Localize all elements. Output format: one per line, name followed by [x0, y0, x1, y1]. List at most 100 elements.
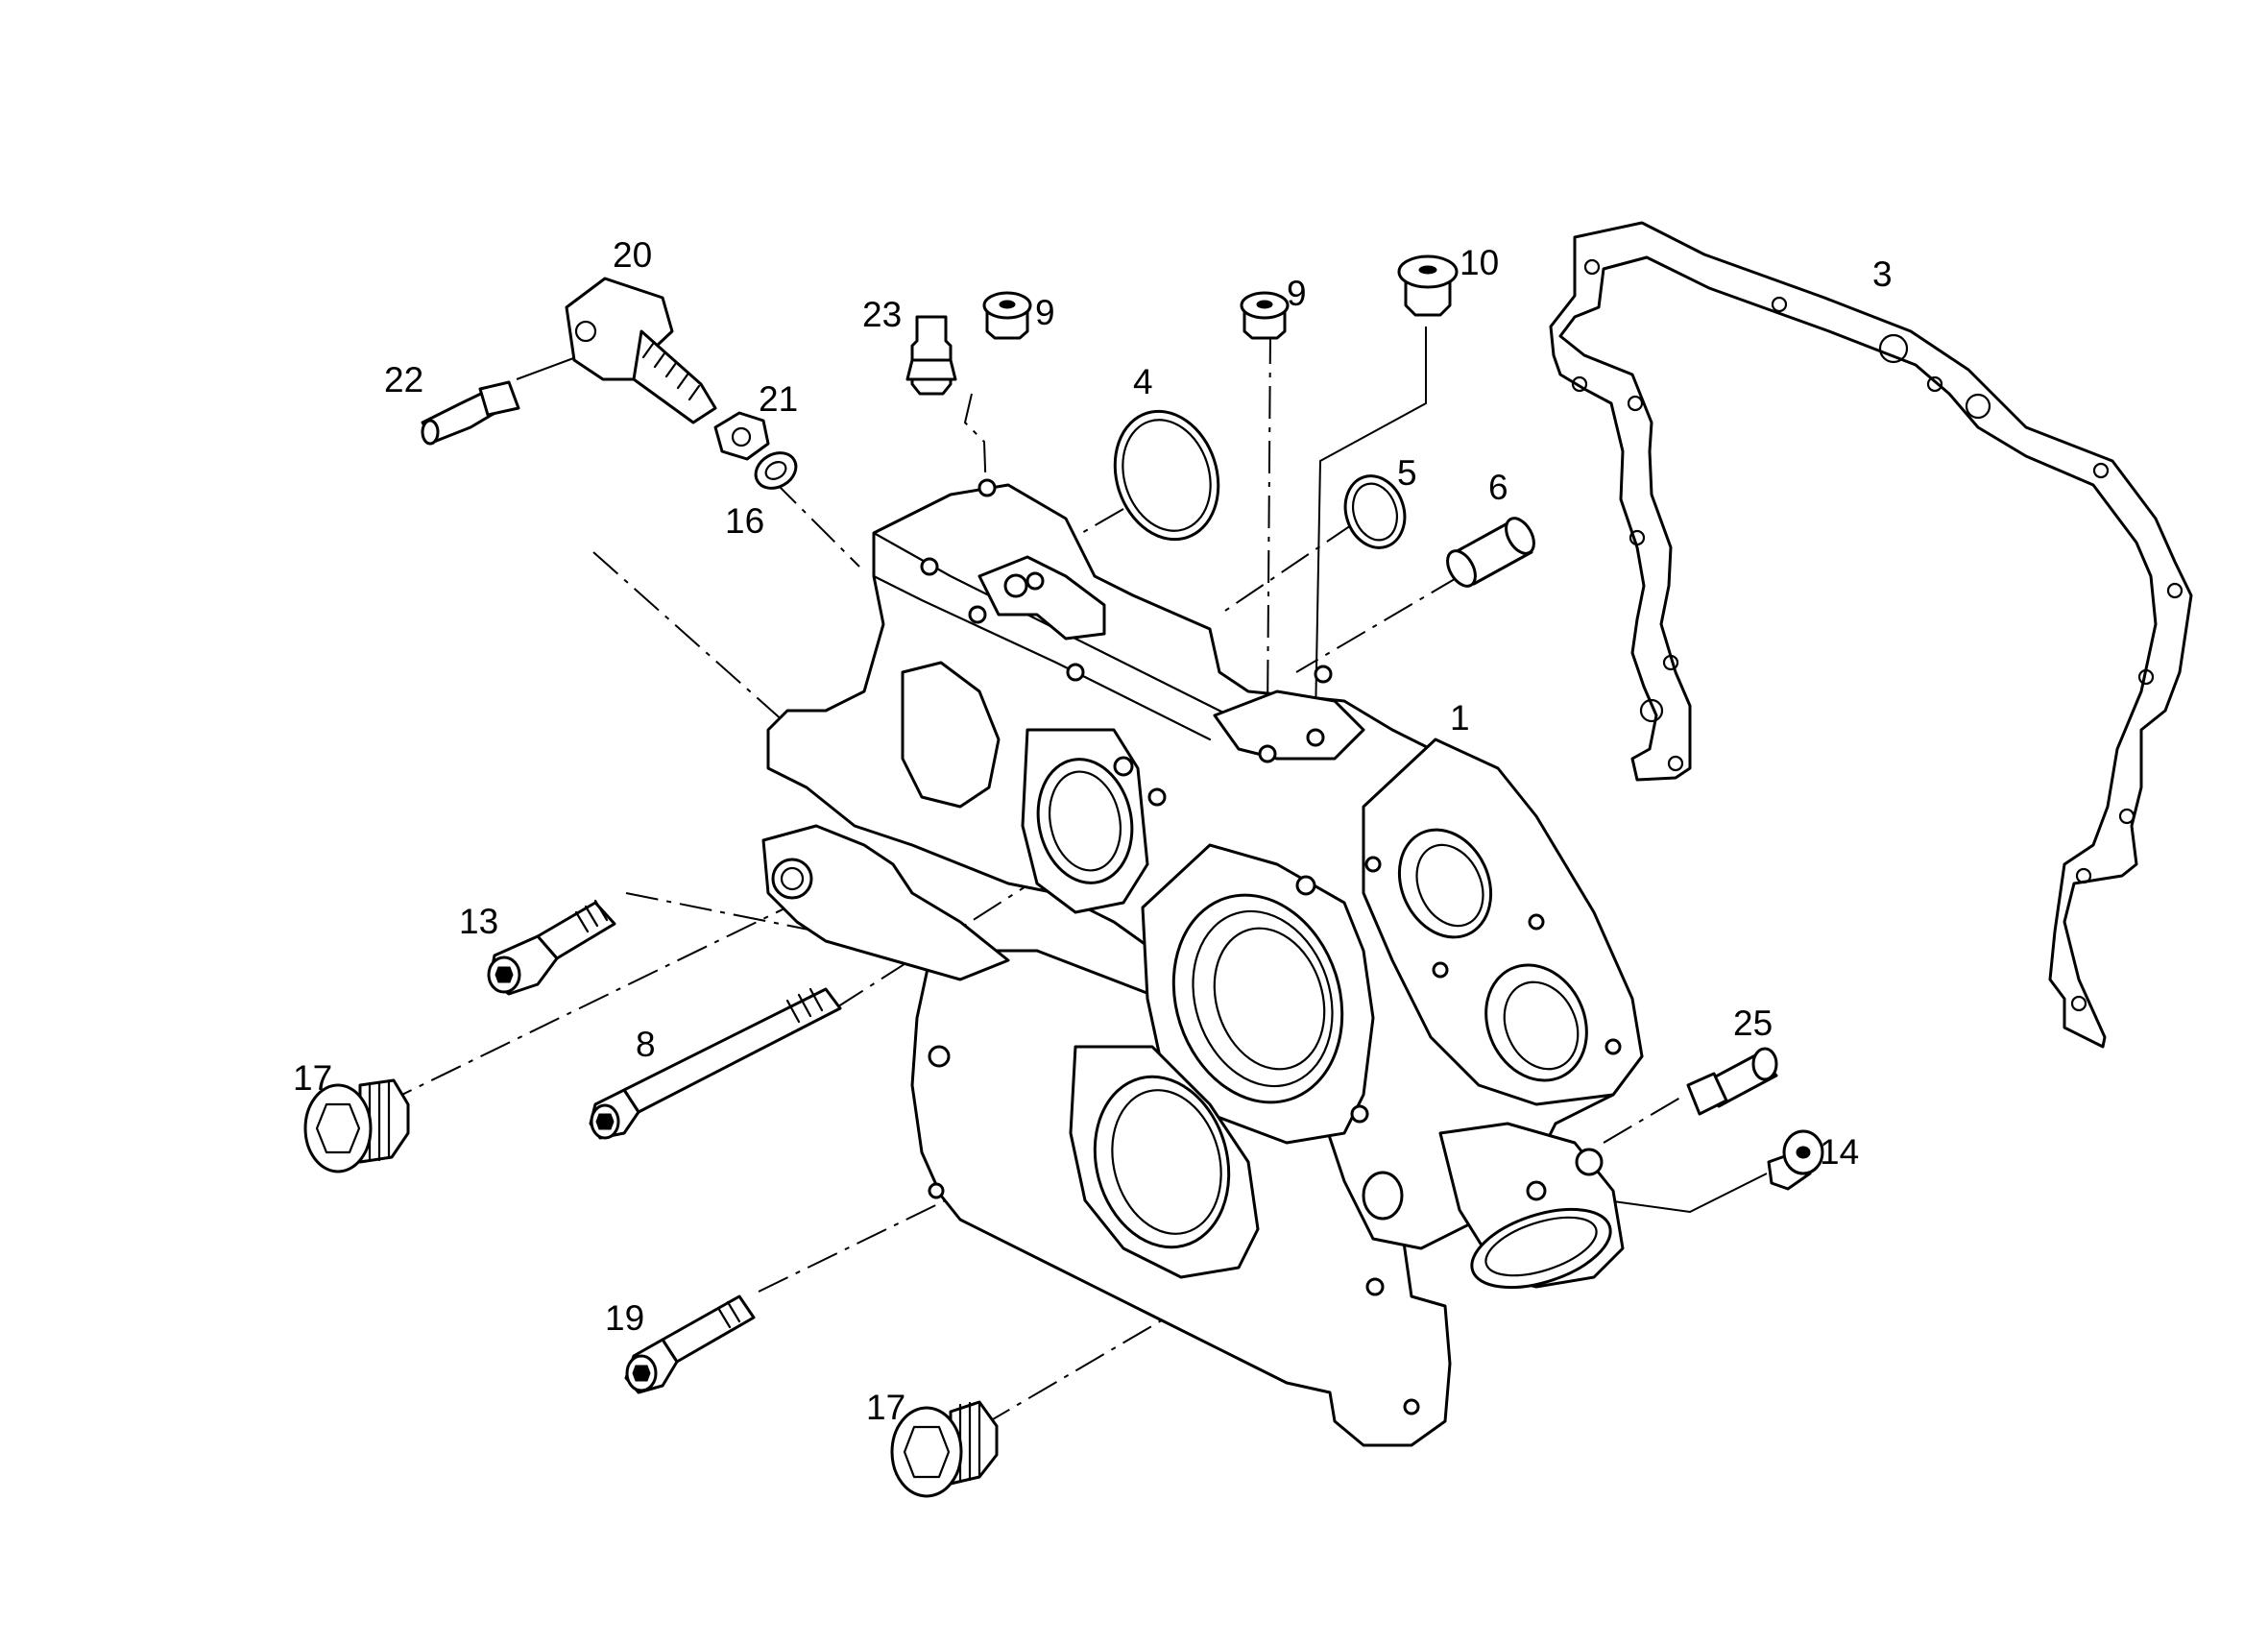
leader-25: [1603, 1094, 1686, 1144]
gasket-hole: [1878, 333, 1909, 364]
housing-hole: [1403, 1398, 1420, 1415]
fitting-thread: [632, 329, 717, 424]
stud-shank: [622, 987, 842, 1114]
callout-22: 22: [384, 360, 423, 399]
gasket-hole: [1627, 395, 1644, 412]
plug-hex-socket: [315, 1102, 361, 1154]
callout-6: 6: [1488, 468, 1508, 507]
oring-part-5: [1343, 474, 1407, 549]
flange-bore-inner: [1049, 770, 1122, 872]
plug-socket: [1418, 265, 1437, 275]
outlet-mouth: [1470, 1207, 1612, 1290]
callout-25: 25: [1733, 1004, 1773, 1043]
callout-1: 1: [1450, 698, 1470, 738]
nut-part-21: [713, 411, 770, 461]
central-flange-hole: [1295, 875, 1316, 896]
connector-body: [910, 315, 953, 396]
stud-part-8: [589, 987, 842, 1140]
stud-thread: [785, 987, 824, 1024]
sensor-hex: [1686, 1072, 1728, 1116]
plug-part-9-left: [982, 291, 1032, 340]
central-bore-inner: [1192, 909, 1334, 1088]
housing-hole: [928, 1182, 945, 1199]
gasket-hole: [1771, 296, 1788, 313]
nut: [713, 411, 770, 461]
right-bore-lower-inner: [1503, 980, 1580, 1071]
leader-19: [758, 1195, 956, 1293]
gasket-hole: [1639, 698, 1664, 723]
housing-hole: [928, 1045, 951, 1068]
gasket-hole: [2118, 808, 2135, 825]
callout-17-lower: 17: [866, 1388, 905, 1427]
pad-hole: [977, 478, 997, 497]
callout-labels: 1 3 4 5 6 8 9 9 10 13 14 16 17 17 19 20 …: [293, 235, 1893, 1427]
gasket-hole: [2166, 582, 2184, 599]
sleeve-part-6: [1446, 517, 1535, 588]
leader-4: [1073, 508, 1124, 539]
callout-3: 3: [1872, 254, 1893, 294]
callout-14: 14: [1820, 1132, 1859, 1172]
plate-hole: [1432, 961, 1449, 979]
plate-hole: [1604, 1038, 1622, 1055]
leader-16: [772, 479, 860, 568]
outlet-hole: [1575, 1148, 1604, 1176]
pad-hole: [968, 605, 987, 624]
sensor-part-25: [1686, 1047, 1778, 1116]
connector-hex: [905, 358, 957, 381]
washer: [754, 451, 798, 490]
pad-hole: [1066, 663, 1085, 682]
bracket-port: [771, 858, 813, 900]
oring-outer: [1113, 409, 1220, 542]
angle-fitting-part-20: [565, 277, 717, 424]
housing-hole: [1365, 1277, 1385, 1296]
fitting-port: [574, 320, 597, 343]
housing-ridge-2: [872, 574, 1212, 741]
gasket-hole: [2137, 668, 2155, 686]
bolt-part-13: [487, 899, 616, 996]
callout-17-upper: 17: [293, 1058, 332, 1098]
stud-socket: [595, 1113, 615, 1130]
sensor-tip: [1751, 1047, 1778, 1081]
bracket-port-inner: [780, 866, 805, 891]
callout-20: 20: [613, 235, 652, 275]
oring-part-4: [1113, 409, 1220, 542]
callout-21: 21: [759, 379, 798, 419]
connector-part-23: [905, 315, 957, 396]
mount-pad: [1213, 689, 1365, 761]
leader-6: [1295, 575, 1460, 673]
plug-part-17-upper: [303, 1078, 410, 1173]
housing-hole: [1350, 1104, 1369, 1124]
bolt-shank: [661, 1294, 756, 1364]
plug-socket: [999, 300, 1016, 309]
callout-23: 23: [862, 295, 902, 334]
bolt-thread: [716, 1300, 741, 1329]
gasket-part-3: [1549, 221, 2193, 1049]
housing-part-1: [761, 478, 1644, 1447]
flange-hole: [1147, 787, 1167, 807]
pad-hole: [1314, 665, 1333, 684]
gasket-hole: [1629, 529, 1646, 546]
gasket-hole: [1583, 258, 1601, 276]
gasket-hole: [1667, 755, 1684, 772]
gasket-outline: [1549, 221, 2193, 1049]
gasket-hole: [1926, 375, 1943, 393]
callout-4: 4: [1133, 362, 1153, 401]
plate-hole: [1528, 913, 1545, 931]
pad-hole: [920, 557, 939, 576]
gasket-hole: [1662, 654, 1679, 671]
callout-8: 8: [636, 1025, 656, 1064]
oring-inner: [1122, 419, 1212, 532]
plug-face: [303, 1083, 373, 1173]
pad-hole: [1258, 744, 1277, 763]
plug-part-10: [1397, 254, 1459, 317]
central-bore-ring: [1213, 927, 1326, 1071]
callout-9-left: 9: [1035, 293, 1055, 332]
callout-13: 13: [459, 902, 498, 941]
callout-16: 16: [725, 501, 764, 541]
gasket-bolt-holes: [1571, 258, 2184, 1012]
leader-22: [516, 356, 577, 380]
pad-hole: [1003, 573, 1028, 598]
callout-9-right: 9: [1287, 274, 1307, 313]
plug-part-17-lower: [890, 1400, 999, 1498]
